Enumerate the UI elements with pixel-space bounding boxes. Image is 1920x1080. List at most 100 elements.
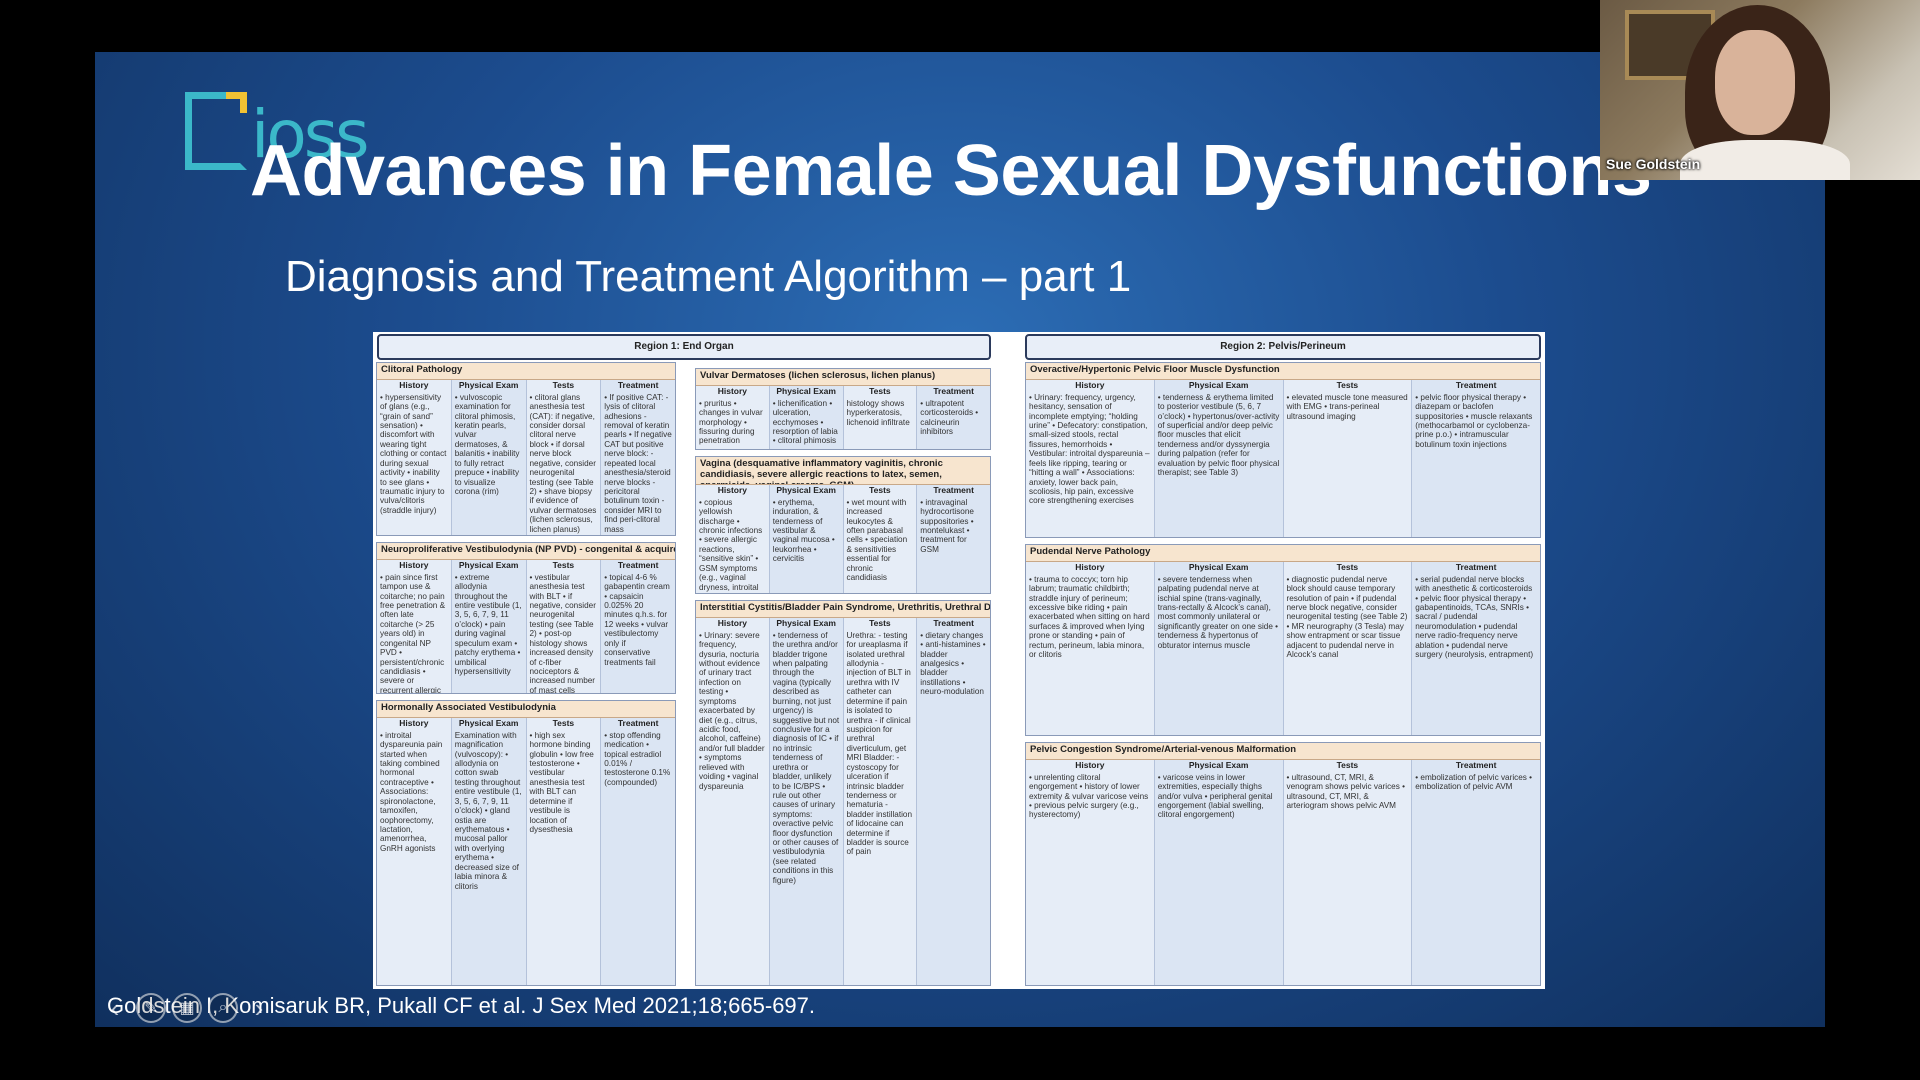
panel-title: Hormonally Associated Vestibulodynia [377, 701, 675, 718]
col-text: • introital dyspareunia pain started whe… [380, 730, 443, 853]
col-header: Treatment [617, 380, 659, 390]
col-treatment: Treatment • pelvic floor physical therapy… [1412, 380, 1540, 537]
col-treatment: Treatment • embolization of pelvic varice… [1412, 760, 1540, 985]
col-text: • If positive CAT: - lysis of clitoral a… [604, 392, 672, 534]
slide-subtitle: Diagnosis and Treatment Algorithm – part… [285, 252, 1132, 301]
col-text: • embolization of pelvic varices • embol… [1415, 772, 1533, 792]
panel-title: Interstitial Cystitis/Bladder Pain Syndr… [696, 601, 990, 618]
col-history: History • Urinary: severe frequency, dysu… [696, 618, 770, 985]
col-text: • high sex hormone binding globulin • lo… [529, 730, 594, 834]
col-exam: Physical Exam• erythema, induration, & t… [770, 485, 844, 593]
col-exam: Physical Exam• extreme allodynia through… [452, 560, 527, 693]
col-exam: Physical Exam• lichenification • ulcerat… [770, 386, 844, 449]
col-text: • erythema, induration, & tenderness of … [772, 497, 835, 564]
col-history: History• trauma to coccyx; torn hip labr… [1026, 562, 1155, 735]
col-exam: Physical Exam• tenderness & erythema lim… [1155, 380, 1284, 537]
col-header: Physical Exam [458, 560, 519, 570]
col-tests: Tests• elevated muscle tone measured wit… [1283, 380, 1413, 537]
col-treatment: Treatment• intravaginal hydrocortisone s… [917, 485, 990, 593]
panel-title: Neuroproliferative Vestibulodynia (NP PV… [377, 543, 675, 560]
col-header: Physical Exam [1188, 760, 1249, 770]
col-text: • elevated muscle tone measured with EMG… [1286, 392, 1408, 421]
panel-title: Pudendal Nerve Pathology [1026, 545, 1540, 562]
col-history: History • pain since first tampon use & c… [377, 560, 452, 693]
col-header: History [1075, 562, 1105, 572]
panel-pudendal-nerve: Pudendal Nerve Pathology History• trauma… [1025, 544, 1541, 736]
col-text: • ultrapotent corticosteroids • calcineu… [920, 398, 979, 437]
col-text: histology shows hyperkeratosis, lichenoi… [846, 398, 910, 427]
participant-video-tile[interactable]: Sue Goldstein [1600, 0, 1920, 180]
participant-body [1680, 140, 1850, 180]
col-tests: Tests• ultrasound, CT, MRI, & venogram s… [1283, 760, 1413, 985]
col-treatment: Treatment • dietary changes • anti-histam… [917, 618, 990, 985]
col-header: Tests [552, 560, 575, 570]
col-text: • lichenification • ulceration, ecchymos… [772, 398, 838, 446]
logo-mark [185, 92, 247, 170]
col-text: • Urinary: frequency, urgency, hesitancy… [1029, 392, 1150, 506]
col-text: • tenderness & erythema limited to poste… [1157, 392, 1280, 478]
zoom-icon[interactable]: ⌕ [208, 993, 238, 1023]
col-text: • pain since first tampon use & coitarch… [380, 572, 446, 693]
col-exam: Physical Exam• severe tenderness when pa… [1155, 562, 1284, 735]
col-text: • tenderness of the urethra and/or bladd… [772, 630, 840, 885]
col-header: History [399, 718, 429, 728]
col-header: Treatment [933, 485, 974, 495]
col-text: • ultrasound, CT, MRI, & venogram shows … [1286, 772, 1405, 811]
panel-interstitial-cystitis: Interstitial Cystitis/Bladder Pain Syndr… [695, 600, 991, 986]
col-text: • hypersensitivity of glans (e.g., “grai… [380, 392, 447, 515]
col-text: • vulvoscopic examination for clitoral p… [454, 392, 520, 496]
col-header: History [399, 380, 429, 390]
previous-slide-icon[interactable]: ‹ [110, 992, 120, 1023]
col-header: History [717, 485, 748, 495]
col-header: Tests [869, 618, 891, 628]
col-exam: Physical Exam • varicose veins in lower e… [1155, 760, 1284, 985]
col-header: History [717, 618, 748, 628]
participant-face [1715, 30, 1795, 135]
pen-icon[interactable]: ✎ [136, 993, 166, 1023]
col-header: History [1075, 380, 1105, 390]
col-text: Urethra: - testing for ureaplasma if iso… [846, 630, 913, 857]
col-treatment: Treatment • ultrapotent corticosteroids •… [917, 386, 990, 449]
col-text: • pelvic floor physical therapy • diazep… [1415, 392, 1533, 449]
col-header: Treatment [933, 618, 974, 628]
col-history: History • pruritus • changes in vulvar mo… [696, 386, 770, 449]
col-header: Treatment [617, 718, 659, 728]
next-slide-icon[interactable]: › [254, 992, 264, 1023]
col-text: • wet mount with increased leukocytes & … [846, 497, 908, 583]
col-header: History [717, 386, 748, 396]
col-header: Treatment [1455, 760, 1497, 770]
col-text: • diagnostic pudendal nerve block should… [1286, 574, 1408, 660]
col-tests: Tests• wet mount with increased leukocyt… [843, 485, 918, 593]
col-history: History • hypersensitivity of glans (e.g.… [377, 380, 452, 535]
col-header: Treatment [933, 386, 974, 396]
col-exam: Physical Exam • tenderness of the urethra… [770, 618, 844, 985]
panel-title: Overactive/Hypertonic Pelvic Floor Muscl… [1026, 363, 1540, 380]
col-text: • Urinary: severe frequency, dysuria, no… [699, 630, 765, 791]
col-exam: Physical Exam• vulvoscopic examination f… [452, 380, 527, 535]
col-text: • copious yellowish discharge • chronic … [699, 497, 763, 593]
col-tests: Tests • vestibular anesthesia test with B… [526, 560, 602, 693]
col-history: History • copious yellowish discharge • c… [696, 485, 770, 593]
col-treatment: Treatment• stop offending medication • t… [601, 718, 675, 985]
col-text: • varicose veins in lower extremities, e… [1157, 772, 1273, 820]
col-header: Physical Exam [776, 618, 836, 628]
col-header: Physical Exam [1188, 562, 1249, 572]
col-text: • dietary changes • anti-histamines • bl… [920, 630, 986, 697]
slide-title: Advances in Female Sexual Dysfunctions [250, 131, 1652, 211]
col-text: • pruritus • changes in vulvar morpholog… [699, 398, 763, 446]
col-text: • vestibular anesthesia test with BLT • … [529, 572, 596, 693]
col-header: History [1075, 760, 1105, 770]
panel-vulvar-dermatoses: Vulvar Dermatoses (lichen sclerosus, lic… [695, 368, 991, 450]
col-tests: Tests• clitoral glans anesthesia test (C… [526, 380, 602, 535]
col-header: Tests [552, 380, 575, 390]
region2-header: Region 2: Pelvis/Perineum [1025, 334, 1541, 360]
col-header: Treatment [1455, 380, 1497, 390]
col-tests: Tests• diagnostic pudendal nerve block s… [1283, 562, 1413, 735]
panel-overactive-pelvic-floor: Overactive/Hypertonic Pelvic Floor Muscl… [1025, 362, 1541, 538]
col-header: History [399, 560, 429, 570]
panel-title: Pelvic Congestion Syndrome/Arterial-veno… [1026, 743, 1540, 760]
col-treatment: Treatment• serial pudendal nerve blocks … [1412, 562, 1540, 735]
col-treatment: Treatment • If positive CAT: - lysis of c… [601, 380, 675, 535]
grid-view-icon[interactable]: ▦ [172, 993, 202, 1023]
logo-text: ioss [251, 96, 369, 173]
